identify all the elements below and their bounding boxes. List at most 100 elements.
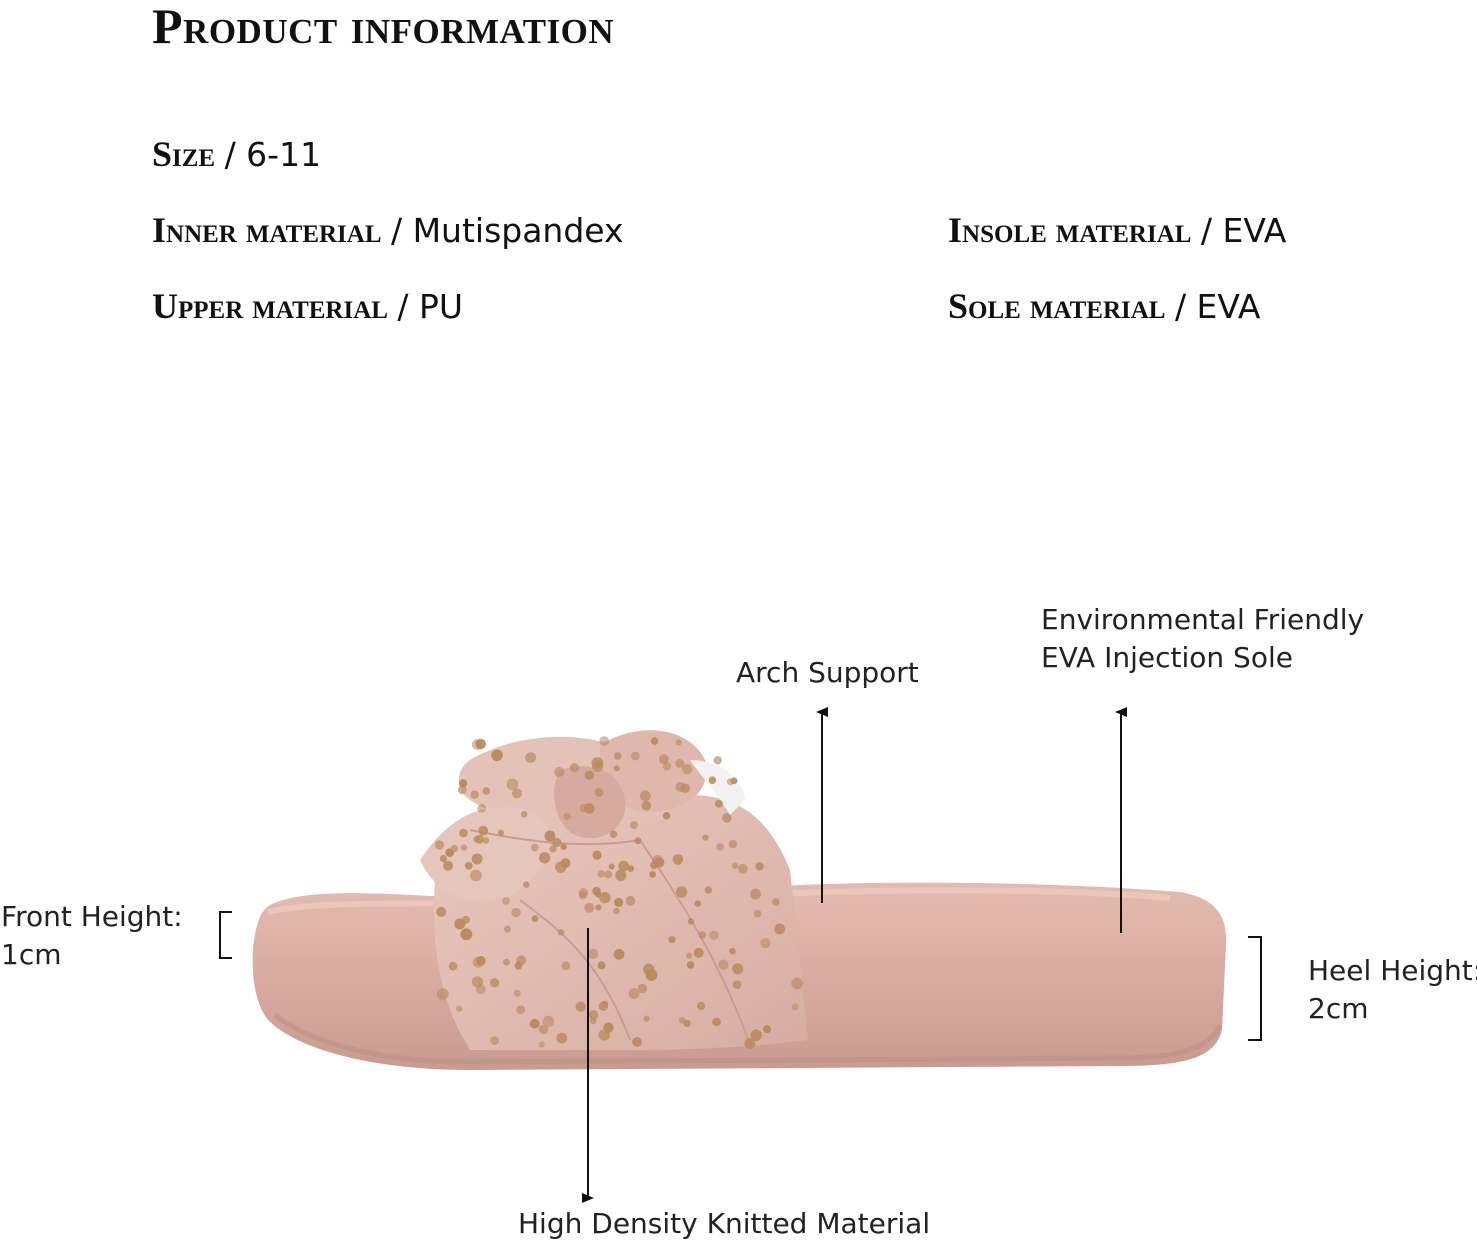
sequin-dot: [613, 907, 620, 915]
sequin-dot: [561, 961, 571, 971]
sequin-dot: [454, 918, 466, 930]
spec-sole-material-label: Sole material: [948, 286, 1166, 326]
sequin-dot: [681, 763, 693, 775]
sequin-dot: [592, 850, 602, 860]
sequin-dot: [490, 1036, 500, 1045]
spec-size-value: / 6-11: [224, 135, 322, 174]
sequin-dot: [538, 1041, 545, 1048]
sequin-dot: [630, 751, 640, 761]
spec-upper-material-value: / PU: [397, 287, 464, 326]
sequin-dot: [693, 947, 704, 958]
sequin-dot: [434, 840, 445, 850]
sequin-dot: [694, 900, 701, 907]
callout-arch-support: Arch Support: [736, 656, 919, 689]
sequin-dot: [712, 1017, 721, 1027]
sequin-dot: [662, 812, 671, 820]
sequin-dot: [470, 790, 479, 799]
sequin-dot: [523, 881, 530, 888]
sequin-dot: [599, 736, 610, 746]
sequin-dot: [791, 977, 803, 990]
sequin-dot: [445, 848, 455, 857]
sequin-dot: [529, 1018, 540, 1029]
sequin-dot: [538, 852, 551, 864]
sequin-dot: [628, 987, 640, 999]
sequin-dot: [675, 886, 688, 898]
sequin-dot: [714, 799, 723, 808]
sequin-dot: [589, 1017, 597, 1025]
sequin-dot: [760, 938, 771, 949]
sequin-dot: [675, 758, 685, 768]
sequin-dot: [511, 907, 521, 918]
callout-eco-sole-line1: Environmental Friendly: [1041, 603, 1365, 636]
sequin-dot: [609, 830, 618, 838]
sequin-dot: [750, 888, 761, 900]
sequin-dot: [772, 898, 780, 906]
sequin-dot: [652, 855, 664, 867]
sequin-dot: [525, 752, 536, 763]
sequin-dot: [489, 978, 500, 988]
sequin-dot: [668, 936, 676, 944]
sequin-dot: [762, 1025, 772, 1034]
sequin-dot: [632, 1037, 642, 1047]
sequin-dot: [506, 778, 519, 791]
sequin-dot: [608, 863, 615, 870]
sequin-dot: [584, 902, 595, 913]
sequin-dot: [502, 897, 510, 905]
sandal-strap: [420, 730, 808, 1050]
sequin-dot: [679, 1017, 686, 1024]
sequin-dot: [675, 739, 682, 746]
sequin-dot: [659, 754, 669, 765]
sequin-dot: [588, 1010, 599, 1020]
sequin-dot: [732, 980, 742, 989]
sequin-dot: [504, 925, 511, 933]
sequin-dot: [698, 931, 707, 939]
sequin-dot: [512, 788, 522, 799]
sequin-dot: [556, 1032, 568, 1044]
front-height-bracket: [219, 911, 232, 959]
sequin-dot: [683, 1019, 691, 1028]
sequin-dot: [560, 843, 567, 850]
sequin-dot: [592, 760, 604, 772]
sequin-dot: [709, 930, 719, 940]
sequin-dot: [448, 961, 458, 971]
callout-eco-sole: Environmental Friendly EVA Injection Sol…: [1041, 601, 1364, 677]
spec-inner-material-value: / Mutispandex: [390, 211, 624, 250]
sequin-dot: [649, 871, 656, 878]
sequin-dot: [604, 870, 613, 879]
sequin-dot: [643, 1015, 650, 1022]
sequin-dot: [718, 959, 729, 970]
sequin-dot: [696, 1001, 706, 1011]
sequin-dot: [491, 749, 503, 762]
sequin-dot: [774, 923, 786, 935]
sequin-dot: [563, 812, 571, 821]
spec-insole-material-label: Insole material: [948, 210, 1192, 250]
sequin-dot: [554, 766, 565, 778]
spec-sole-material-value: / EVA: [1174, 287, 1261, 326]
sequin-dot: [603, 1022, 614, 1033]
spec-inner-material: Inner material / Mutispandex: [152, 210, 624, 251]
callout-front-height-label: Front Height:: [1, 900, 183, 933]
sequin-dot: [470, 869, 482, 882]
spec-inner-material-label: Inner material: [152, 210, 382, 250]
sequin-dot: [686, 961, 695, 969]
spec-insole-material-value: / EVA: [1200, 211, 1287, 250]
sequin-dot: [641, 800, 652, 811]
callout-front-height-value: 1cm: [1, 938, 62, 971]
callout-heel-height-value: 2cm: [1308, 992, 1369, 1025]
sequin-dot: [560, 858, 571, 869]
sequin-dot: [597, 870, 606, 878]
sequin-dot: [732, 963, 744, 975]
sequin-dot: [471, 739, 483, 750]
sequin-dot: [475, 984, 486, 995]
callout-front-height: Front Height: 1cm: [1, 898, 183, 974]
sequin-dot: [728, 839, 738, 849]
page-title: Product information: [152, 0, 615, 54]
sequin-dot: [474, 834, 484, 844]
sequin-dot: [439, 855, 447, 863]
sequin-dot: [708, 776, 717, 784]
sequin-dot: [702, 834, 709, 841]
sequin-dot: [477, 803, 487, 813]
sequin-dot: [791, 1003, 799, 1011]
callout-heel-height: Heel Height: 2cm: [1308, 952, 1477, 1028]
